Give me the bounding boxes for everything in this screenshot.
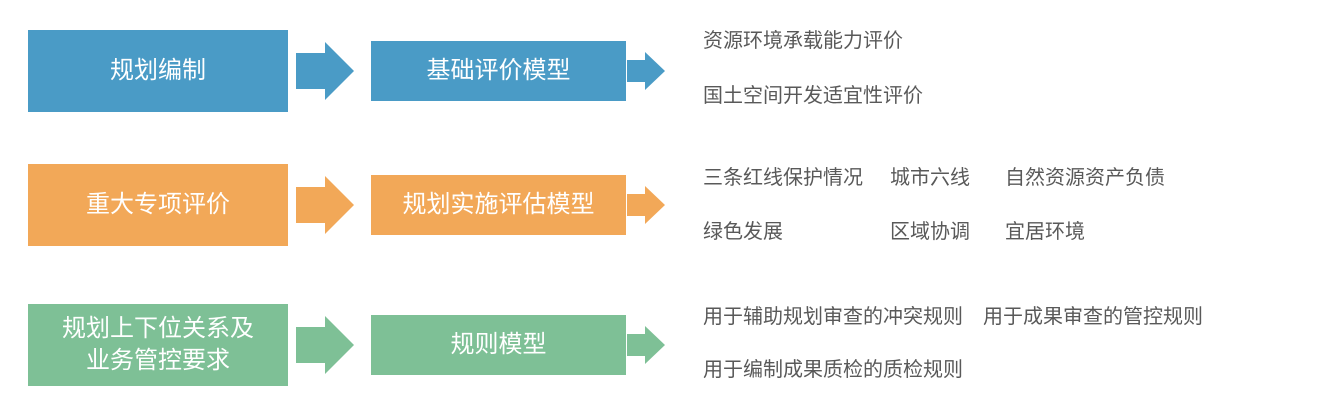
output-label: 资源环境承载能力评价 <box>703 30 903 52</box>
right-arrow-icon <box>627 326 665 364</box>
output-label: 用于辅助规划审查的冲突规则 <box>703 306 963 328</box>
source-box-plan-hierarchy-control: 规划上下位关系及 业务管控要求 <box>28 304 288 386</box>
source-box-planning-compilation: 规划编制 <box>28 30 288 112</box>
output-label: 绿色发展 <box>703 221 783 243</box>
source-box-label: 重大专项评价 <box>86 190 230 218</box>
model-box-plan-implementation-evaluation: 规划实施评估模型 <box>371 175 626 235</box>
output-label: 区域协调 <box>890 221 970 243</box>
right-arrow-icon <box>627 52 665 90</box>
source-box-label: 规划编制 <box>110 56 206 84</box>
right-arrow-icon <box>296 42 354 100</box>
model-box-label: 规则模型 <box>450 330 547 358</box>
output-label: 用于成果审查的管控规则 <box>983 306 1203 328</box>
output-label: 三条红线保护情况 <box>703 167 863 189</box>
model-box-label: 规划实施评估模型 <box>402 190 595 218</box>
model-box-label: 基础评价模型 <box>426 56 571 84</box>
output-label: 自然资源资产负债 <box>1005 167 1165 189</box>
output-label: 城市六线 <box>890 167 970 189</box>
right-arrow-icon <box>627 186 665 224</box>
output-label: 宜居环境 <box>1005 221 1085 243</box>
right-arrow-icon <box>296 176 354 234</box>
right-arrow-icon <box>296 316 354 374</box>
model-box-basic-evaluation: 基础评价模型 <box>371 41 626 101</box>
source-box-label: 规划上下位关系及 业务管控要求 <box>62 314 254 374</box>
source-box-major-special-evaluation: 重大专项评价 <box>28 164 288 246</box>
model-box-rule-model: 规则模型 <box>371 315 626 375</box>
output-label: 国土空间开发适宜性评价 <box>703 85 923 107</box>
output-label: 用于编制成果质检的质检规则 <box>703 359 963 381</box>
